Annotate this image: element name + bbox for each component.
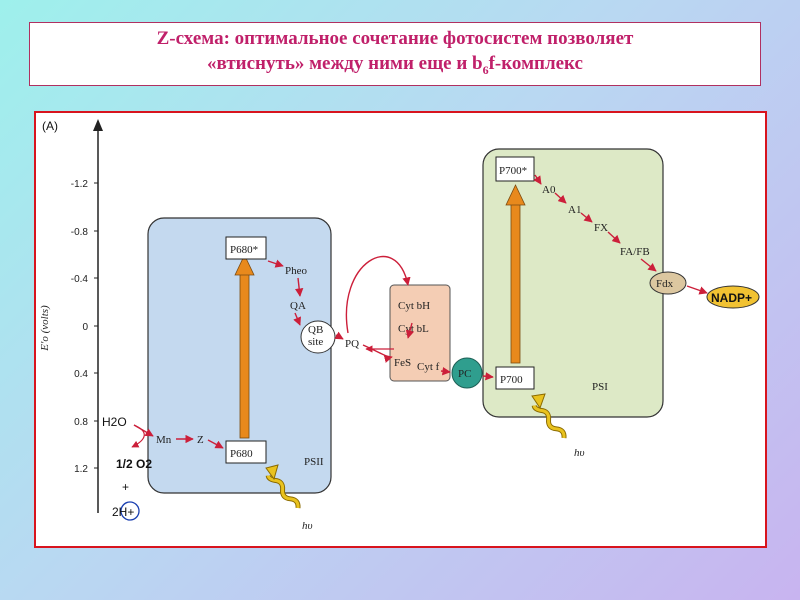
title-line-2-pre: «втиснуть» между ними еще и b: [207, 52, 483, 74]
mn-label: Mn: [156, 434, 172, 446]
y-tick-label: -0.8: [71, 227, 89, 238]
y-axis-arrowhead: [93, 119, 103, 131]
cytb6f-complex: [389, 284, 451, 382]
y-tick-label: -0.4: [71, 274, 89, 285]
plus-label: +: [122, 480, 129, 494]
p680-box: [225, 440, 267, 464]
fdx-node: [649, 271, 687, 295]
p700-star-box: [495, 156, 535, 182]
two-h-label: 2H+: [112, 505, 134, 519]
psii-complex: [147, 217, 332, 494]
arrow-cytbh-cytbl: [405, 322, 415, 339]
p680-label: P680: [230, 448, 253, 460]
arrow-a0-a1: [554, 192, 567, 204]
a0-label: A0: [542, 184, 556, 196]
p680-star-box: [225, 236, 267, 260]
fafb-label: FA/FB: [620, 246, 650, 258]
arrow-fafb-fdx: [640, 258, 657, 272]
arrow-z-p680: [207, 439, 224, 449]
psi-label: PSI: [592, 381, 608, 393]
z-scheme-diagram: (A) -1.2 -0.8 -0.4 0 0.4 0.8 1.2 E'o (vo…: [39, 119, 760, 532]
panel-label: (A): [42, 119, 58, 133]
half-o2-label: 1/2 O2: [116, 457, 152, 471]
pc-label: PC: [458, 368, 471, 380]
slide-title: Z-схема: оптимальное сочетание фотосисте…: [29, 22, 761, 86]
y-axis-ticks: -1.2 -0.8 -0.4 0 0.4 0.8 1.2: [71, 179, 98, 475]
y-axis-label: E'o (volts): [39, 305, 51, 352]
title-line-2-post: f-комплекс: [488, 52, 583, 74]
z-label: Z: [197, 434, 204, 446]
z-scheme-figure: (A) -1.2 -0.8 -0.4 0 0.4 0.8 1.2 E'o (vo…: [34, 111, 767, 548]
arrow-water-oxygen: [131, 424, 145, 448]
arrow-pheo-qa: [294, 277, 304, 297]
q-cycle-arrow: [345, 255, 411, 334]
arrow-water-mn: [133, 424, 154, 437]
pc-node: [451, 357, 483, 389]
title-line-2-sub: 6: [482, 62, 489, 77]
y-tick-label: 0: [82, 322, 88, 333]
nadp-label: NADP+: [711, 291, 752, 305]
h2o-label: H2O: [102, 415, 127, 429]
proton-circle: [120, 501, 140, 521]
cytf-label: Cyt f: [417, 361, 440, 373]
y-tick-label: 0.8: [74, 417, 88, 428]
arrow-pq-fes: [362, 344, 393, 363]
fes-label: FeS: [394, 357, 411, 369]
y-tick-label: 1.2: [74, 464, 88, 475]
psi-excitation-arrow: [505, 184, 526, 364]
photon-psi-icon: [531, 393, 567, 439]
arrow-qb-pq: [334, 331, 344, 340]
qa-label: QA: [290, 300, 306, 312]
arrow-a1-fx: [580, 212, 593, 223]
p680-star-label: P680*: [230, 244, 258, 256]
arrow-p680star-pheo: [267, 259, 284, 268]
psii-label: PSII: [304, 456, 324, 468]
site-label: site: [308, 336, 323, 348]
pheo-label: Pheo: [285, 265, 308, 277]
cytbh-label: Cyt bH: [398, 300, 430, 312]
nadp-node: [706, 285, 760, 309]
fx-label: FX: [594, 222, 608, 234]
photon-psii-icon: [265, 464, 301, 509]
arrow-p700star-a0: [533, 174, 542, 185]
psii-excitation-arrow: [234, 254, 255, 439]
y-tick-label: 0.4: [74, 369, 88, 380]
qb-label: QB: [308, 324, 323, 336]
hv-psii-label: hυ: [302, 520, 313, 532]
title-line-2: «втиснуть» между ними еще и b6f-комплекс: [207, 51, 583, 83]
a1-label: A1: [568, 204, 581, 216]
arrow-fx-fafb: [607, 231, 621, 244]
y-tick-label: -1.2: [71, 179, 89, 190]
arrow-qa-qb: [293, 312, 301, 326]
hv-psi-label: hυ: [574, 447, 585, 459]
arrow-cytf-pc: [440, 366, 451, 376]
fdx-label: Fdx: [656, 278, 674, 290]
arrow-fdx-nadp: [686, 285, 708, 295]
p700-star-label: P700*: [499, 165, 527, 177]
title-line-1: Z-схема: оптимальное сочетание фотосисте…: [156, 27, 634, 49]
p700-box: [495, 366, 535, 390]
cytbl-label: Cyt bL: [398, 323, 429, 335]
pq-label: PQ: [345, 338, 359, 350]
arrow-pc-p700: [482, 372, 494, 381]
p700-label: P700: [500, 374, 523, 386]
